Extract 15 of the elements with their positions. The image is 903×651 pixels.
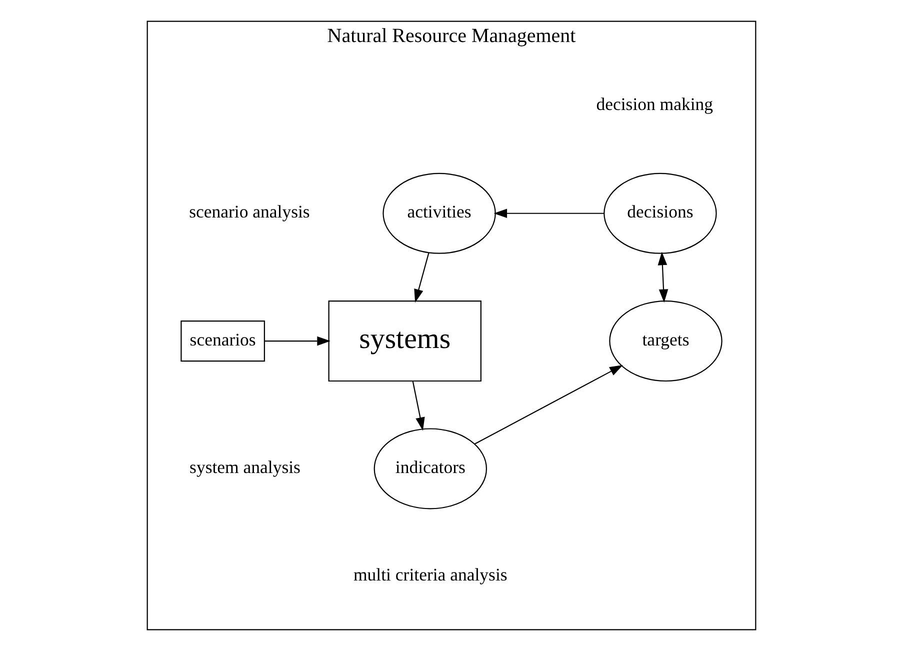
arrow (474, 364, 623, 444)
node-box: scenarios (180, 320, 265, 362)
arrow (414, 252, 430, 303)
arrow (658, 252, 668, 303)
arrow (264, 336, 330, 346)
node-ellipse: indicators (374, 428, 488, 510)
label: multi criteria analysis (354, 564, 508, 585)
node-box: systems (328, 300, 482, 382)
node-ellipse: decisions (604, 172, 717, 254)
label: scenario analysis (189, 202, 310, 222)
label: system analysis (190, 456, 300, 477)
node-ellipse: activities (382, 172, 496, 254)
label: decision making (596, 94, 714, 114)
arrow (412, 381, 425, 431)
arrow (494, 208, 604, 218)
